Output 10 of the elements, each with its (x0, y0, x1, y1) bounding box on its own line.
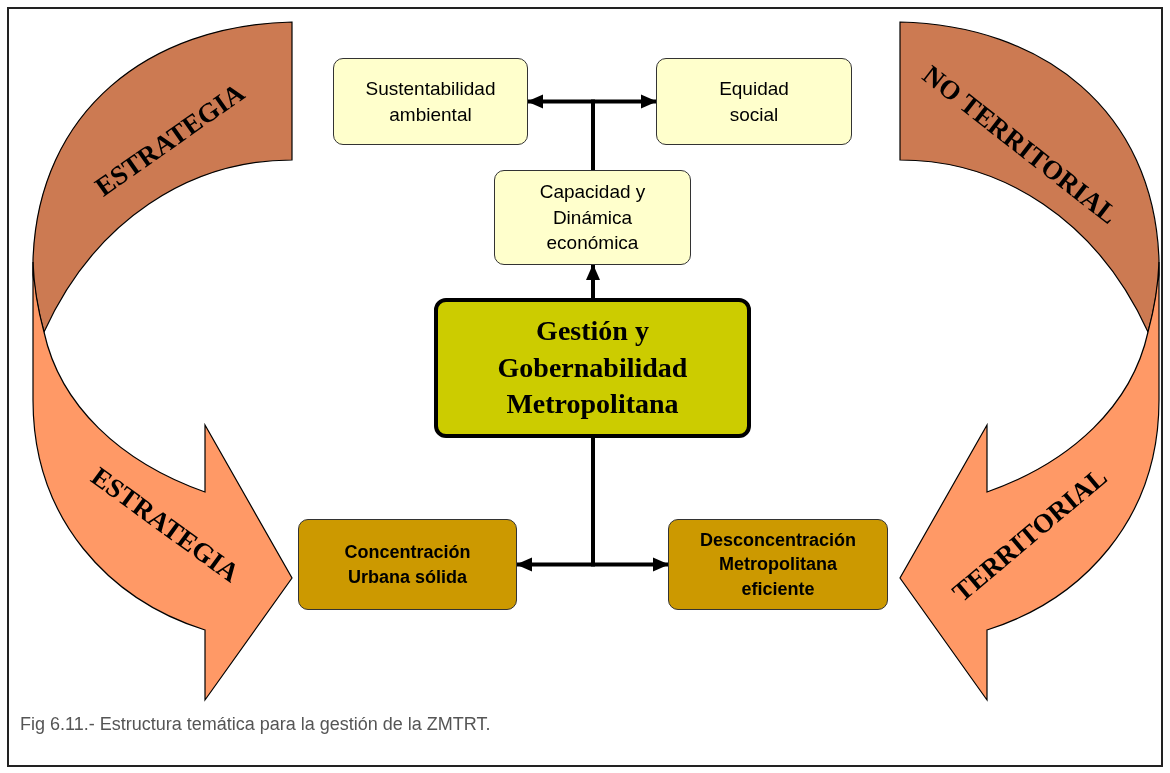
topic-box: Concentración Urbana sólida (298, 519, 517, 610)
central-box: Gestión y Gobernabilidad Metropolitana (434, 298, 751, 438)
arrow (586, 264, 600, 298)
topic-box: Capacidad y Dinámica económica (494, 170, 691, 265)
topic-box: Sustentabilidad ambiental (333, 58, 528, 145)
topic-box: Equidad social (656, 58, 852, 145)
arrow (591, 438, 669, 572)
arrow (591, 94, 657, 170)
figure-caption: Fig 6.11.- Estructura temática para la gestión de la ZMTRT. (20, 714, 491, 735)
topic-box: Desconcentración Metropolitana eficiente (668, 519, 888, 610)
